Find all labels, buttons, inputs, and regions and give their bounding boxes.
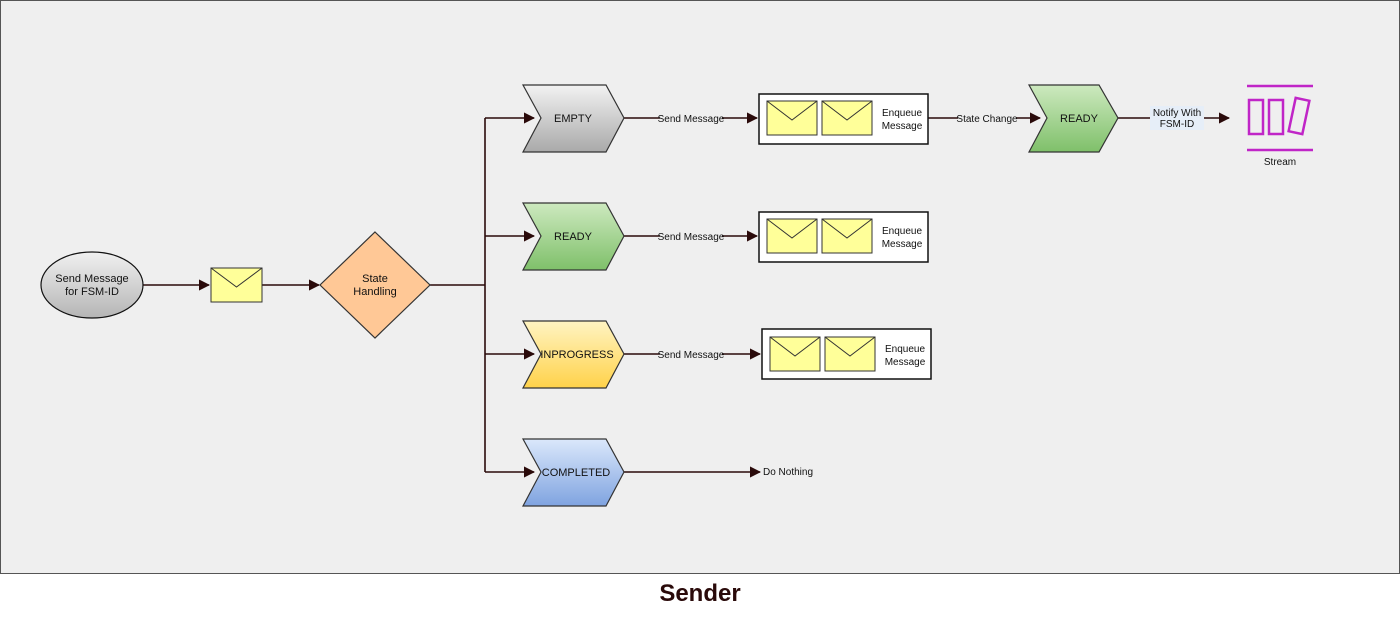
enqueue-label-line1: Enqueue: [882, 226, 922, 237]
state-ready: [521, 202, 625, 271]
decision-line2: Handling: [353, 286, 396, 298]
enqueue-box-inprogress: Enqueue Message: [761, 328, 932, 380]
state-ready-final: [1027, 84, 1119, 153]
start-node: [40, 251, 144, 319]
state-empty-label: EMPTY: [554, 113, 593, 125]
start-node-line1: Send Message: [55, 273, 128, 285]
enqueue-label-line1: Enqueue: [885, 344, 925, 355]
diagram-title: Sender: [659, 580, 740, 607]
decision-line1: State: [362, 273, 388, 285]
edge-label-do-nothing: Do Nothing: [763, 467, 813, 478]
state-completed: [521, 438, 625, 507]
state-inprogress: [521, 320, 625, 389]
enqueue-label-line2: Message: [882, 121, 923, 132]
edge-label-send-message-inprogress: Send Message: [658, 350, 725, 361]
enqueue-label-line2: Message: [882, 239, 923, 250]
enqueue-box-empty: Enqueue Message: [758, 93, 929, 145]
edge-label-state-change: State Change: [956, 114, 1018, 125]
state-completed-label: COMPLETED: [542, 467, 611, 479]
edge-label-send-message-empty: Send Message: [658, 114, 725, 125]
queued-envelope-icon: [769, 336, 821, 372]
edge-label-notify-line2: FSM-ID: [1160, 119, 1194, 130]
state-ready-final-label: READY: [1060, 113, 1099, 125]
state-ready-label: READY: [554, 231, 593, 243]
start-node-line2: for FSM-ID: [65, 286, 119, 298]
queued-envelope-icon: [821, 100, 873, 136]
enqueue-label-line1: Enqueue: [882, 108, 922, 119]
state-empty: [521, 84, 625, 153]
enqueue-box-ready: Enqueue Message: [758, 211, 929, 263]
queued-envelope-icon: [821, 218, 873, 254]
queued-envelope-icon: [766, 218, 818, 254]
queued-envelope-icon: [824, 336, 876, 372]
stream-icon: [1247, 84, 1313, 152]
queued-envelope-icon: [766, 100, 818, 136]
state-inprogress-label: INPROGRESS: [540, 349, 613, 361]
stream-label: Stream: [1264, 157, 1296, 168]
edge-label-notify-line1: Notify With: [1153, 108, 1201, 119]
message-envelope-icon: [210, 267, 263, 303]
edge-label-send-message-ready: Send Message: [658, 232, 725, 243]
canvas-background: [0, 0, 1400, 574]
decision-state-handling: [319, 231, 431, 339]
enqueue-label-line2: Message: [885, 357, 926, 368]
